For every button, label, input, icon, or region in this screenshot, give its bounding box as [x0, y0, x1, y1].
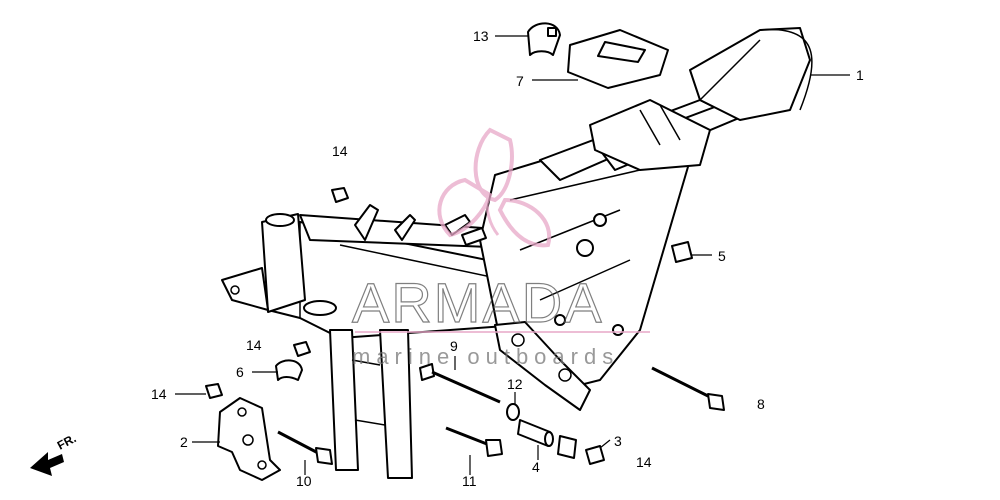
bolt-part-11[interactable] — [445, 426, 503, 457]
washer-part-12[interactable] — [506, 403, 520, 421]
long-bolt-part-8[interactable] — [651, 366, 725, 411]
front-arrow-icon — [30, 452, 64, 476]
callout-11: 11 — [462, 473, 477, 489]
callout-10: 10 — [296, 473, 312, 489]
callout-12: 12 — [507, 376, 523, 392]
callout-7: 7 — [516, 73, 524, 89]
long-bolt-part-9[interactable] — [419, 363, 501, 404]
armada-watermark: ARMADA marine outboards — [351, 127, 650, 369]
callout-14-middle: 14 — [246, 337, 262, 353]
rubber-pad-part-5[interactable] — [671, 241, 693, 263]
callout-14-bottom: 14 — [636, 454, 652, 470]
main-frame-body[interactable] — [221, 27, 813, 479]
callout-2: 2 — [180, 434, 188, 450]
bolt-part-10[interactable] — [277, 430, 333, 465]
nut-part-14-middle[interactable] — [293, 341, 311, 357]
nut-part-14-bottom[interactable] — [585, 445, 605, 465]
plate-part-7[interactable] — [567, 29, 669, 89]
callout-numbers: 1 13 7 14 5 14 6 9 14 12 8 2 3 4 14 10 1… — [151, 28, 864, 489]
nut-part-14-top[interactable] — [331, 187, 349, 203]
bushing-part-3[interactable] — [557, 435, 577, 459]
callout-9: 9 — [450, 338, 458, 354]
callout-1: 1 — [856, 67, 864, 83]
front-direction-marker: FR. — [30, 431, 78, 476]
front-direction-label: FR. — [55, 431, 79, 452]
clip-part-6[interactable] — [275, 359, 303, 381]
engine-bracket-part-2[interactable] — [217, 397, 281, 481]
clamp-part-13[interactable] — [527, 22, 561, 56]
callout-14-left: 14 — [151, 386, 167, 402]
callout-4: 4 — [532, 459, 540, 475]
callout-14-top: 14 — [332, 143, 348, 159]
nut-part-14-left[interactable] — [205, 383, 223, 399]
butterfly-logo — [437, 127, 552, 248]
collar-part-4[interactable] — [517, 419, 554, 447]
callout-8: 8 — [757, 396, 765, 412]
leader-lines — [175, 35, 850, 475]
watermark-brand: ARMADA — [352, 271, 604, 334]
callout-3: 3 — [614, 433, 622, 449]
callout-6: 6 — [236, 364, 244, 380]
callout-13: 13 — [473, 28, 489, 44]
watermark-tagline: marine outboards — [352, 344, 619, 369]
callout-5: 5 — [718, 248, 726, 264]
